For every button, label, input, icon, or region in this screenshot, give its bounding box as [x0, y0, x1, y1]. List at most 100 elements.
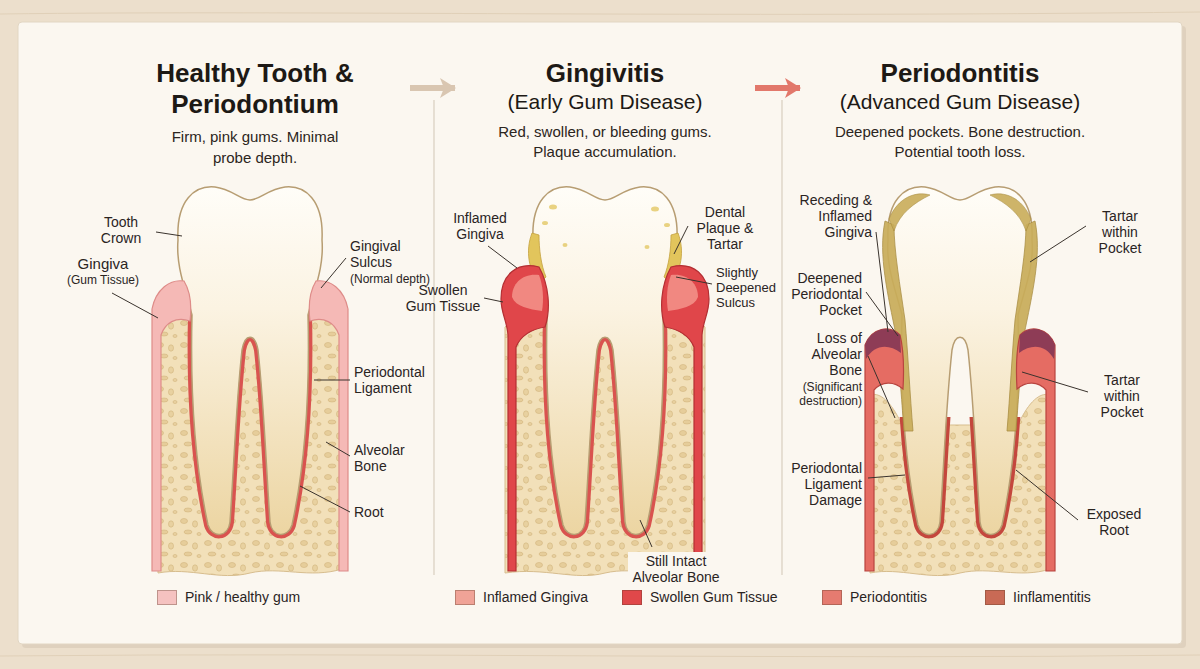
leader-line — [640, 520, 652, 547]
periodontitis-tooth — [865, 187, 1055, 576]
panel-subtitle: (Early Gum Disease) — [455, 89, 755, 114]
plaque-speck — [664, 223, 670, 227]
plaque-speck — [651, 207, 659, 212]
leader-line — [321, 258, 346, 288]
part-label: Still Intact Alveolar Bone — [628, 552, 724, 586]
panel-header: Periodontitis(Advanced Gum Disease) Deepe… — [800, 58, 1120, 166]
leader-line — [674, 226, 688, 254]
tartar — [889, 194, 930, 231]
panel-description: Firm, pink gums. Minimal probe depth. — [170, 127, 340, 168]
part-label: Root — [354, 504, 404, 520]
leader-line — [1030, 226, 1086, 262]
legend-item: Pink / healthy gum — [157, 589, 300, 605]
part-label: Tartar within Pocket — [1092, 372, 1152, 420]
panel-subtitle: (Advanced Gum Disease) — [800, 89, 1120, 114]
leader-line — [1022, 372, 1088, 392]
panel-header: Gingivitis(Early Gum Disease)Red, swolle… — [455, 58, 755, 166]
gingivitis-tooth — [501, 187, 709, 576]
tartar — [1007, 221, 1037, 431]
damaged-ligament — [888, 417, 1033, 534]
leader-line — [488, 246, 517, 268]
part-label: Gingival Sulcus — [350, 238, 422, 270]
leader-line — [866, 292, 898, 336]
leader-line — [868, 356, 895, 418]
part-label: (Gum Tissue) — [60, 274, 146, 288]
legend-swatch — [622, 590, 642, 605]
periodontal-ligament — [178, 305, 323, 534]
progression-arrow — [755, 85, 800, 91]
legend-item: Periodontitis — [822, 589, 927, 605]
legend-swatch — [157, 590, 177, 605]
part-label: Gingiva — [60, 255, 146, 272]
wood-line — [0, 655, 1200, 657]
swollen-gum — [662, 266, 709, 571]
part-label: Swollen Gum Tissue — [405, 282, 481, 314]
part-label: Tooth Crown — [90, 214, 152, 246]
legend-item: Iinflamentitis — [985, 589, 1091, 605]
part-label: Inflamed Gingiva — [440, 210, 520, 242]
legend-swatch — [455, 590, 475, 605]
healthy-tooth — [152, 187, 348, 576]
panel-description: Deepened pockets. Bone destruction. Pote… — [825, 122, 1095, 163]
panel-title: Periodontitis — [800, 58, 1120, 89]
legend-text: Pink / healthy gum — [185, 589, 300, 605]
tooth — [888, 187, 1033, 535]
plaque-speck — [563, 243, 568, 247]
leader-line — [300, 486, 350, 512]
panel-description: Red, swollen, or bleeding gums. Plaque a… — [483, 122, 728, 163]
leader-line — [326, 442, 350, 456]
part-label: Slightly Deepened Sulcus — [716, 266, 778, 311]
progression-arrow — [410, 85, 455, 91]
panel-title: Healthy Tooth & Periodontium — [100, 58, 410, 119]
legend-text: Inflamed Gingiva — [483, 589, 588, 605]
leader-line — [314, 380, 350, 381]
leader-line — [1016, 470, 1078, 520]
receding-gum — [865, 329, 904, 571]
tartar — [990, 194, 1031, 231]
leader-line — [156, 232, 182, 236]
legend-item: Inflamed Gingiva — [455, 589, 588, 605]
legend-text: Swollen Gum Tissue — [650, 589, 778, 605]
legend-text: Periodontitis — [850, 589, 927, 605]
tooth — [533, 187, 678, 535]
part-label: Periodontal Ligament — [354, 364, 428, 396]
leader-line — [484, 298, 503, 302]
plaque-speck — [549, 205, 557, 210]
part-label: Tartar within Pocket — [1090, 208, 1150, 256]
legend-item: Swollen Gum Tissue — [622, 589, 778, 605]
wood-line — [0, 12, 1200, 14]
swollen-gum — [501, 266, 548, 571]
part-label: Loss of Alveolar Bone — [788, 330, 862, 378]
legend-swatch — [822, 590, 842, 605]
leader-line — [112, 293, 158, 318]
gum — [309, 281, 348, 571]
card — [18, 22, 1182, 644]
legend-text: Iinflamentitis — [1013, 589, 1091, 605]
leader-line — [676, 277, 712, 284]
alveolar-bone — [158, 309, 342, 576]
leader-lines — [112, 226, 1088, 547]
periodontal-ligament — [533, 305, 678, 534]
panel-divider — [781, 100, 782, 575]
part-label: Periodontal Ligament Damage — [788, 460, 862, 508]
part-label: Receding & Inflamed Gingiva — [788, 192, 872, 240]
part-label: Deepened Periodontal Pocket — [788, 270, 862, 318]
inflamed-gum — [512, 275, 543, 311]
part-label: Alveolar Bone — [354, 442, 420, 474]
gum — [152, 281, 191, 571]
alveolar-bone — [505, 311, 705, 576]
plaque-specks — [542, 205, 670, 250]
part-label: Exposed Root — [1082, 506, 1146, 538]
legend-swatch — [985, 590, 1005, 605]
leader-line — [876, 232, 888, 332]
panel-divider — [433, 100, 434, 575]
panel-header: Healthy Tooth & PeriodontiumFirm, pink g… — [100, 58, 410, 172]
plaque-speck — [542, 221, 548, 225]
inflamed-gum-edge — [1019, 329, 1055, 359]
part-label: (Significant destruction) — [788, 381, 862, 409]
